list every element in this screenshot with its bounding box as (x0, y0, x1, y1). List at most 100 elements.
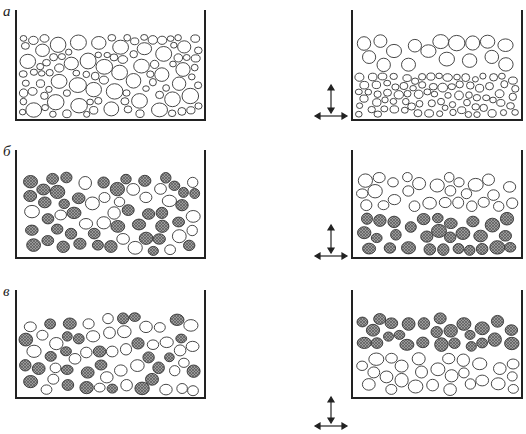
particle (414, 110, 422, 117)
particle (433, 35, 449, 49)
particle (421, 45, 436, 58)
particle (187, 365, 200, 377)
particle (465, 112, 471, 118)
particle (81, 347, 92, 358)
particle (356, 111, 363, 117)
particle (384, 80, 391, 86)
particle (84, 111, 90, 117)
particle (153, 362, 165, 374)
particle (419, 74, 426, 81)
particle (366, 324, 379, 336)
particle (165, 92, 181, 107)
particle (121, 98, 129, 105)
particle (494, 202, 504, 212)
container (352, 290, 522, 398)
particle (465, 330, 475, 339)
particle (110, 182, 124, 195)
particle (490, 97, 497, 103)
vibration-symbol (315, 85, 347, 119)
particle (178, 41, 191, 53)
particle (93, 346, 106, 357)
particle (483, 174, 495, 185)
particle (373, 173, 385, 183)
particle (26, 225, 39, 235)
particle (37, 63, 44, 69)
particle (388, 178, 399, 187)
vibration-arrows (315, 85, 347, 429)
particle (50, 54, 58, 61)
particle (115, 365, 128, 376)
particle (21, 43, 29, 50)
particle (412, 78, 419, 84)
particle (81, 367, 94, 378)
particle (172, 77, 185, 90)
particle (444, 384, 457, 396)
particle (401, 107, 408, 113)
containers (16, 10, 522, 398)
particle (156, 220, 169, 232)
particle (462, 54, 476, 68)
particle (466, 92, 473, 99)
particle (103, 314, 114, 324)
particle (436, 73, 443, 79)
particle (27, 345, 41, 357)
particle (20, 36, 27, 42)
row-label: в (2, 284, 11, 299)
particle (475, 322, 489, 335)
particle (476, 244, 488, 255)
particle (104, 327, 116, 338)
particle (499, 58, 513, 71)
particle (118, 56, 128, 64)
particle (188, 386, 199, 396)
particle (38, 71, 45, 76)
particle (454, 178, 464, 187)
particle (152, 103, 168, 117)
row-label: б (2, 144, 12, 159)
particle (507, 103, 515, 110)
particle (419, 82, 426, 89)
particle (74, 238, 86, 249)
particle (83, 71, 90, 77)
particle (50, 185, 65, 198)
particle (69, 78, 86, 93)
particle (121, 380, 133, 391)
particle (486, 83, 494, 90)
particle (48, 374, 59, 384)
particle (378, 73, 387, 80)
particle (488, 110, 496, 118)
particle (416, 366, 428, 378)
particle (464, 99, 471, 106)
particle (427, 73, 435, 80)
particle (357, 103, 363, 109)
container (352, 10, 522, 120)
particle (42, 105, 49, 111)
particle (191, 35, 200, 42)
particle (500, 110, 506, 116)
particle (505, 243, 516, 253)
particle (355, 73, 364, 81)
particle (390, 73, 397, 79)
particle (20, 360, 31, 371)
particle (424, 244, 436, 255)
particle (490, 74, 498, 81)
particle (148, 246, 158, 255)
particle (24, 376, 38, 388)
particle (499, 231, 511, 242)
particle (472, 104, 480, 110)
particle (128, 241, 142, 254)
particle (83, 319, 94, 329)
particle (36, 80, 44, 88)
particle (140, 321, 153, 332)
particle (112, 65, 128, 80)
particle (190, 189, 200, 199)
particle (462, 74, 470, 82)
particle (130, 51, 138, 58)
particle (357, 337, 371, 348)
particle (186, 211, 200, 223)
particle (155, 68, 169, 82)
particle (170, 61, 177, 67)
particle (505, 337, 519, 349)
particle (454, 74, 461, 80)
container (352, 150, 522, 258)
particle (355, 89, 362, 95)
